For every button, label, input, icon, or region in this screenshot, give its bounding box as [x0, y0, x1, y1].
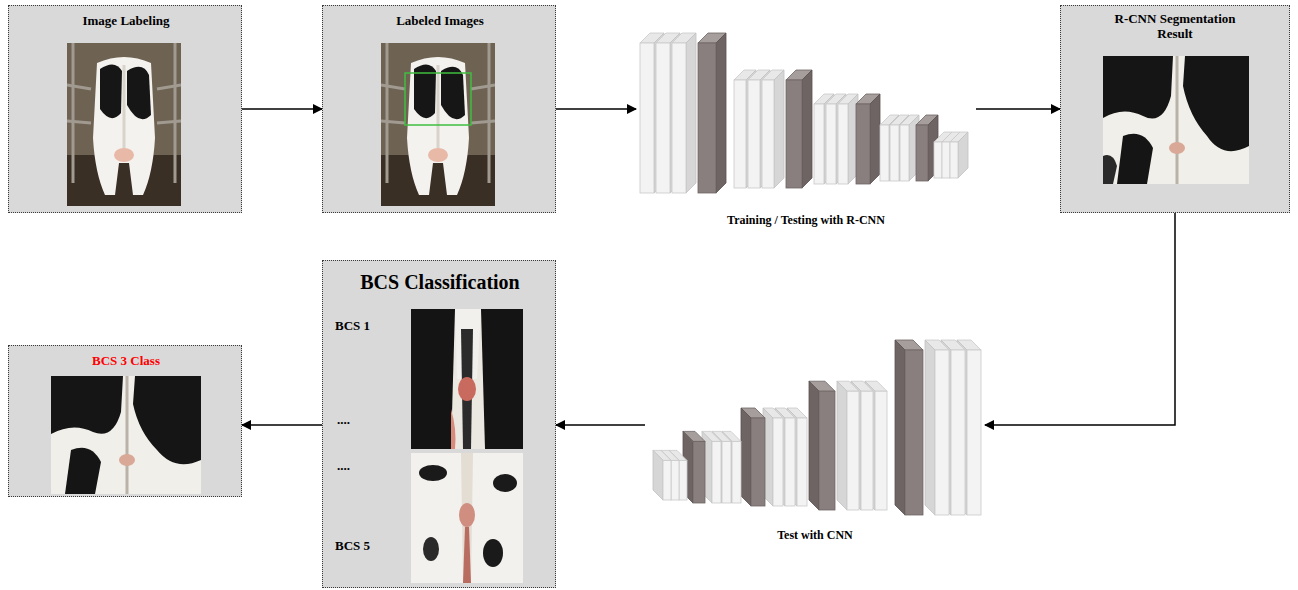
result-box: R-CNN Segmentation Result	[1060, 5, 1290, 213]
flow-arrow	[242, 424, 322, 426]
layer-slab	[925, 340, 949, 515]
class-label: BCS 5	[335, 539, 395, 554]
process-box: Labeled Images	[322, 5, 556, 213]
rcnn-network	[636, 28, 976, 208]
layer-slab	[763, 408, 783, 506]
flow-arrow	[242, 108, 322, 110]
segmented-cow-photo	[1103, 56, 1249, 184]
cow-photo	[67, 43, 181, 206]
box-title: Labeled Images	[329, 14, 551, 29]
layer-slab	[672, 33, 696, 193]
bcs1-photo	[411, 309, 523, 449]
box-title: Image Labeling	[15, 14, 237, 29]
layer-slab	[809, 381, 835, 510]
class-label: ....	[337, 413, 397, 428]
result-cow-photo	[51, 376, 201, 494]
labeled-cow-photo	[381, 43, 495, 206]
layer-slab	[722, 431, 741, 503]
box-title: Test with CNN	[645, 529, 985, 543]
cnn-network	[645, 335, 985, 525]
flow-arrow	[556, 424, 645, 426]
layer-slab	[698, 33, 726, 193]
flow-arrow	[556, 108, 636, 110]
network-block: Training / Testing with R-CNN	[636, 28, 976, 234]
layer-slab	[786, 70, 812, 188]
layer-slab	[950, 132, 968, 178]
box-title: Training / Testing with R-CNN	[636, 214, 976, 228]
flow-arrow	[985, 213, 1175, 425]
box-title: BCS 3 Class	[15, 354, 237, 369]
layer-slab	[837, 381, 859, 510]
layer-slab	[856, 94, 880, 184]
layer-slab	[895, 340, 923, 515]
layer-slab	[762, 70, 784, 188]
flow-arrow	[976, 108, 1060, 110]
box-title: BCS Classification	[329, 271, 551, 294]
output-box: BCS 3 Class	[8, 345, 242, 497]
class-label: ....	[337, 459, 397, 474]
classification-box: BCS ClassificationBCS 1........ BCS 5	[322, 260, 556, 588]
bcs5-photo	[411, 453, 523, 583]
box-title: R-CNN Segmentation Result	[1099, 12, 1251, 42]
layer-slab	[741, 408, 765, 506]
layer-slab	[838, 94, 858, 184]
process-box: Image Labeling	[8, 5, 242, 213]
layer-slab	[890, 115, 909, 181]
layer-slab	[880, 115, 899, 181]
class-label: BCS 1	[335, 319, 395, 334]
network-block: Test with CNN	[645, 335, 985, 547]
layer-slab	[653, 450, 671, 500]
layer-slab	[712, 431, 731, 503]
